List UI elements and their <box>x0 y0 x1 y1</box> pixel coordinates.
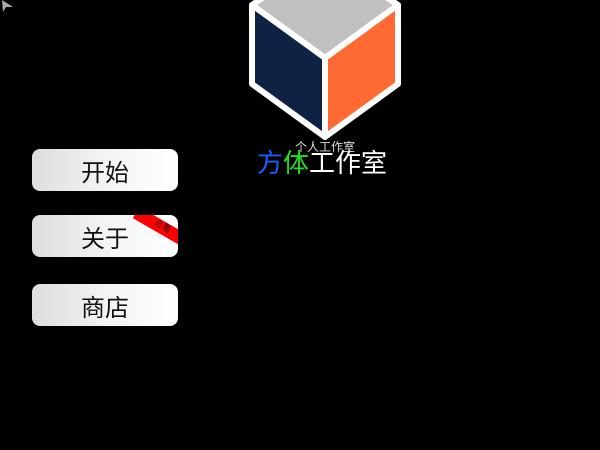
studio-title: 方体工作室 <box>257 148 387 180</box>
cube-right-face <box>322 2 401 140</box>
studio-subtitle: 个人工作室 <box>295 140 356 154</box>
about-button[interactable]: 关于 必看 <box>32 215 178 257</box>
title-part-ti: 体 <box>283 149 310 179</box>
title-part-fang: 方 <box>257 149 284 179</box>
cube-logo <box>249 0 401 140</box>
must-read-ribbon: 必看 <box>132 215 178 249</box>
title-part-studio: 工作室 <box>309 149 388 179</box>
about-label: 关于 <box>81 224 129 253</box>
shop-label: 商店 <box>81 293 129 322</box>
mouse-cursor-icon <box>2 0 13 12</box>
start-label: 开始 <box>81 158 129 187</box>
shop-button[interactable]: 商店 <box>32 284 178 326</box>
start-button[interactable]: 开始 <box>32 149 178 191</box>
